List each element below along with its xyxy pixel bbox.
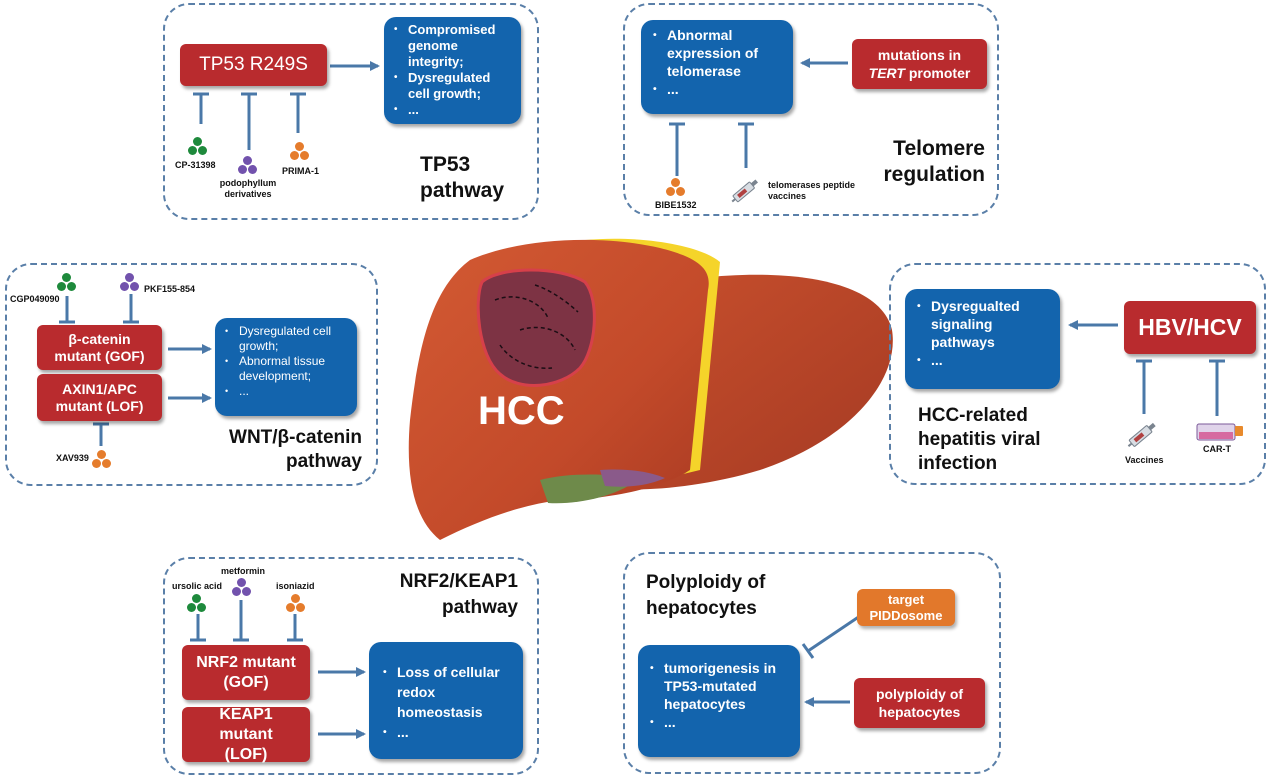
drug-label: isoniazid <box>276 581 315 591</box>
polyploidy-effect: ... <box>650 713 792 731</box>
drug-label: CGP049090 <box>10 294 60 304</box>
nrf2-effect: ... <box>383 722 515 742</box>
poly-inhibit <box>807 614 861 653</box>
telomere-panel <box>623 3 999 216</box>
hbv-cause-box: HBV/HCV <box>1124 301 1256 354</box>
hbv-title: HCC-related hepatitis viral infection <box>918 405 1041 474</box>
purple-molecule-icon <box>232 578 254 598</box>
telomere-title: Telomere regulation <box>883 137 985 186</box>
drug-label: BIBE1532 <box>655 200 697 210</box>
tp53-title: TP53 pathway <box>420 153 505 202</box>
polyploidy-effects-box: tumorigenesis in TP53-mutated hepatocyte… <box>638 645 800 757</box>
drug-label: PKF155-854 <box>144 284 196 294</box>
drug-label: metformin <box>221 566 266 576</box>
hcc-label: HCC <box>478 389 565 433</box>
nrf2-effect: Loss of cellular redox homeostasis <box>383 662 515 722</box>
tp53-effect: Compromised genome integrity; <box>394 22 513 70</box>
orange-molecule-icon <box>286 594 308 614</box>
drug-label: telomerases peptide vaccines <box>768 180 856 201</box>
hbv-effect: ... <box>917 351 1052 369</box>
wnt-effect: Dysregulated cell growth; <box>225 324 351 354</box>
tp53-panel <box>163 3 539 220</box>
wnt-mutation-box: β-catenin mutant (GOF) <box>37 325 162 370</box>
wnt-title: WNT/β-catenin pathway <box>229 427 362 472</box>
target-piddosome-box: target PIDDosome <box>857 589 955 626</box>
orange-molecule-icon <box>92 450 114 470</box>
wnt-panel <box>5 263 378 486</box>
tp53-effect: Dysregulated cell growth; <box>394 70 513 102</box>
telomere-cause-line1: mutations in <box>877 47 962 63</box>
drug-label: CP-31398 <box>175 160 216 170</box>
nrf2-mutation-box: NRF2 mutant (GOF) <box>182 645 310 700</box>
wnt-effect: Abnormal tissue development; <box>225 354 351 384</box>
tp53-effects-box: Compromised genome integrity; Dysregulat… <box>384 17 521 124</box>
hepatic-vessel <box>600 469 665 487</box>
tp53-effect: ... <box>394 102 513 118</box>
drug-label: CAR-T <box>1203 444 1231 454</box>
green-molecule-icon <box>188 137 210 157</box>
syringe-icon <box>1127 422 1156 448</box>
polyploidy-panel <box>623 552 1001 774</box>
purple-molecule-icon <box>238 156 260 176</box>
drug-label: Vaccines <box>1125 455 1164 465</box>
purple-molecule-icon <box>120 273 142 293</box>
wnt-mutation-box: AXIN1/APC mutant (LOF) <box>37 374 162 421</box>
drug-label: podophyllum derivatives <box>219 178 277 199</box>
polyploidy-effect: tumorigenesis in TP53-mutated hepatocyte… <box>650 659 792 713</box>
polyploidy-cause-box: polyploidy of hepatocytes <box>854 678 985 728</box>
nrf2-mutation-box: KEAP1 mutant (LOF) <box>182 706 310 763</box>
polyploidy-title: Polyploidy of hepatocytes <box>646 572 766 619</box>
nrf2-effects-box: Loss of cellular redox homeostasis ... <box>369 642 523 759</box>
nrf2-panel <box>163 557 539 775</box>
telomere-effects-box: Abnormal expression of telomerase ... <box>641 20 793 114</box>
drug-label: XAV939 <box>56 453 89 463</box>
tumor-lobules <box>494 284 579 369</box>
nrf2-title: NRF2/KEAP1 pathway <box>399 571 518 618</box>
wnt-effect: ... <box>225 384 351 399</box>
culture-flask-icon <box>1196 423 1243 441</box>
syringe-icon <box>731 179 759 203</box>
drug-label: PRIMA-1 <box>282 166 320 176</box>
green-molecule-icon <box>57 273 79 293</box>
telomere-cause-box: mutations in TERT promoter <box>852 39 987 89</box>
telomere-effect: Abnormal expression of telomerase <box>653 26 785 80</box>
hbv-panel <box>889 263 1266 485</box>
hbv-effects-box: Dysregualted signaling pathways ... <box>905 289 1060 389</box>
drug-label: ursolic acid <box>172 581 223 591</box>
green-molecule-icon <box>187 594 209 614</box>
telomere-effect: ... <box>653 80 785 98</box>
hbv-effect: Dysregualted signaling pathways <box>917 297 1052 351</box>
tp53-mutation-box: TP53 R249S <box>180 44 327 86</box>
wnt-effects-box: Dysregulated cell growth; Abnormal tissu… <box>215 318 357 416</box>
telomere-cause-line2: TERT promoter <box>868 65 971 81</box>
orange-molecule-icon <box>666 178 688 198</box>
orange-molecule-icon <box>290 142 312 162</box>
